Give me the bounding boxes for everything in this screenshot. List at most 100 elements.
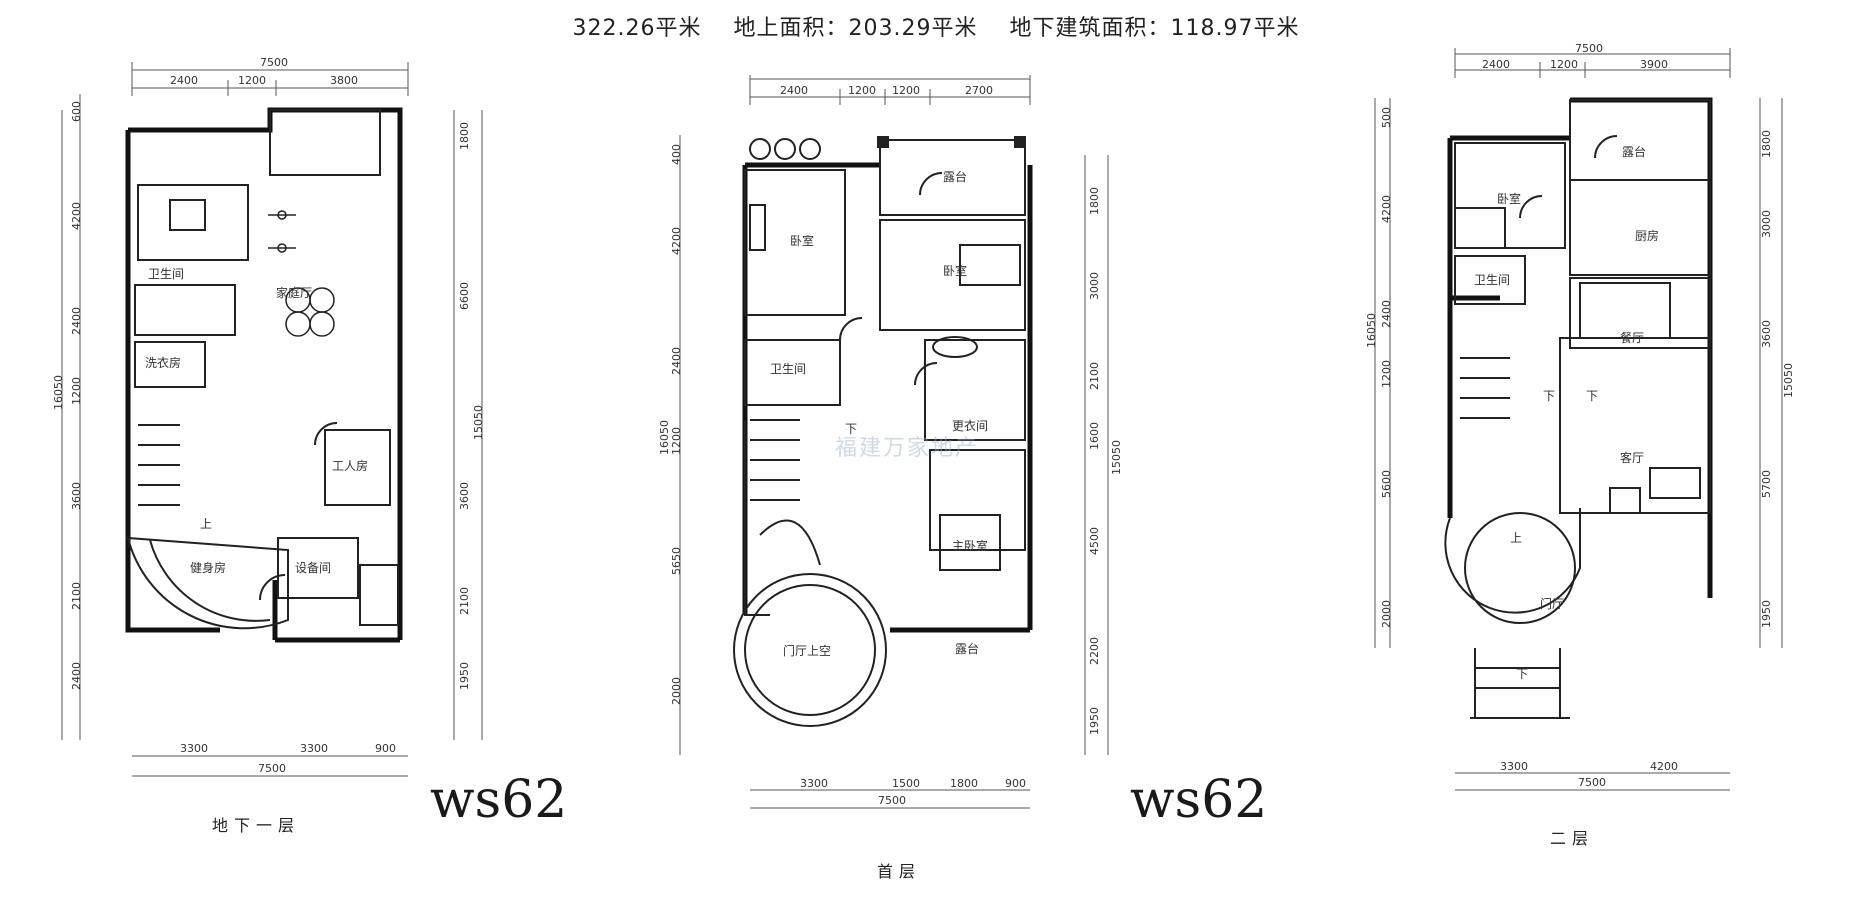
room-terrace-top: 露台 bbox=[943, 169, 967, 184]
dim-left-2: 4200 bbox=[670, 227, 683, 255]
dim-left-1: 400 bbox=[670, 144, 683, 165]
dim-top-2: 1200 bbox=[1550, 58, 1578, 71]
dim-left-7: 2400 bbox=[70, 662, 83, 690]
room-bedroom-2: 卧室 bbox=[943, 263, 967, 278]
dim-left-4: 1200 bbox=[70, 377, 83, 405]
dim-left-total: 16050 bbox=[658, 420, 671, 455]
stair-down-label: 下 bbox=[845, 422, 857, 436]
dim-right-total: 15050 bbox=[472, 405, 485, 440]
dim-top-total: 7500 bbox=[260, 56, 288, 69]
above-ground-area: 地上面积：203.29平米 bbox=[733, 16, 978, 41]
dim-left-1: 600 bbox=[70, 101, 83, 122]
dim-bottom-2: 4200 bbox=[1650, 760, 1678, 773]
caption-second-floor: 二层 bbox=[1550, 829, 1595, 848]
dim-top-3: 3900 bbox=[1640, 58, 1668, 71]
room-foyer-void: 门厅上空 bbox=[783, 643, 831, 658]
room-kitchen: 厨房 bbox=[1635, 228, 1659, 243]
below-ground-area: 地下建筑面积：118.97平米 bbox=[1009, 16, 1300, 41]
dim-top-1: 2400 bbox=[1482, 58, 1510, 71]
room-bathroom: 卫生间 bbox=[148, 267, 184, 281]
dim-right-3: 3600 bbox=[1760, 320, 1773, 348]
dim-top-1: 2400 bbox=[780, 84, 808, 97]
stair-up-label: 上 bbox=[200, 517, 212, 531]
dim-right-5: 1950 bbox=[1760, 600, 1773, 628]
room-terrace: 露台 bbox=[1622, 144, 1646, 159]
dim-left-6: 2000 bbox=[1380, 600, 1393, 628]
room-terrace-bottom: 露台 bbox=[955, 641, 979, 656]
dim-right-7: 1950 bbox=[1088, 707, 1101, 735]
dim-left-5: 5650 bbox=[670, 547, 683, 575]
dim-bottom-3: 1800 bbox=[950, 777, 978, 790]
dim-top-3: 3800 bbox=[330, 74, 358, 87]
dim-left-2: 4200 bbox=[1380, 195, 1393, 223]
stair-up-label: 上 bbox=[1510, 531, 1522, 545]
dim-bottom-total: 7500 bbox=[258, 762, 286, 775]
stair-down-label-1: 下 bbox=[1543, 389, 1555, 403]
plan-code-left: ws62 bbox=[430, 770, 568, 830]
dim-left-3: 2400 bbox=[1380, 300, 1393, 328]
dim-bottom-4: 900 bbox=[1005, 777, 1026, 790]
dim-bottom-2: 3300 bbox=[300, 742, 328, 755]
dim-right-total: 15050 bbox=[1110, 440, 1123, 475]
room-master-bedroom: 主卧室 bbox=[952, 538, 988, 553]
dim-left-1: 500 bbox=[1380, 107, 1393, 128]
total-area: 322.26平米 bbox=[572, 16, 702, 41]
dim-bottom-total: 7500 bbox=[878, 794, 906, 807]
stair-down-label-2: 下 bbox=[1586, 389, 1598, 403]
dim-right-4: 2100 bbox=[458, 587, 471, 615]
room-closet: 更衣间 bbox=[952, 418, 988, 433]
room-family-hall: 家庭厅 bbox=[276, 285, 312, 300]
dim-bottom-2: 1500 bbox=[892, 777, 920, 790]
dim-top-1: 2400 bbox=[170, 74, 198, 87]
plan-code-right: ws62 bbox=[1130, 770, 1268, 830]
dim-left-5: 5600 bbox=[1380, 470, 1393, 498]
room-dining: 餐厅 bbox=[1620, 330, 1644, 345]
dim-right-5: 1950 bbox=[458, 662, 471, 690]
dim-top-4: 2700 bbox=[965, 84, 993, 97]
room-hall: 门厅 bbox=[1540, 596, 1564, 611]
dim-top-2: 1200 bbox=[238, 74, 266, 87]
dim-right-4: 5700 bbox=[1760, 470, 1773, 498]
dim-left-6: 2000 bbox=[670, 677, 683, 705]
room-laundry: 洗衣房 bbox=[145, 355, 181, 370]
dim-bottom-3: 900 bbox=[375, 742, 396, 755]
dim-right-3: 2100 bbox=[1088, 362, 1101, 390]
room-bedroom: 卧室 bbox=[1497, 191, 1521, 206]
dim-left-3: 2400 bbox=[70, 307, 83, 335]
second-floor-plan: 7500 2400 1200 3900 3300 4200 7500 500 4… bbox=[1365, 42, 1795, 791]
dim-right-2: 3000 bbox=[1760, 210, 1773, 238]
first-floor-plan: 2400 1200 1200 2700 3300 1500 1800 900 7… bbox=[658, 75, 1123, 809]
room-bedroom-1: 卧室 bbox=[790, 233, 814, 248]
dim-left-3: 2400 bbox=[670, 347, 683, 375]
basement-floor-plan: 7500 2400 1200 3800 3300 3300 900 7500 6… bbox=[52, 56, 485, 777]
dim-bottom-1: 3300 bbox=[180, 742, 208, 755]
room-bathroom: 卫生间 bbox=[770, 362, 806, 376]
room-living: 客厅 bbox=[1620, 450, 1644, 465]
dim-left-total: 16050 bbox=[1365, 313, 1378, 348]
dim-left-6: 2100 bbox=[70, 582, 83, 610]
dim-right-1: 1800 bbox=[1760, 130, 1773, 158]
room-worker: 工人房 bbox=[332, 458, 368, 473]
dim-right-3: 3600 bbox=[458, 482, 471, 510]
dim-left-2: 4200 bbox=[70, 202, 83, 230]
room-bathroom: 卫生间 bbox=[1474, 273, 1510, 287]
dim-top-2: 1200 bbox=[848, 84, 876, 97]
dim-right-1: 1800 bbox=[458, 122, 471, 150]
stair-down-label-3: 下 bbox=[1516, 667, 1528, 681]
dim-top-total: 7500 bbox=[1575, 42, 1603, 55]
dim-right-2: 3000 bbox=[1088, 272, 1101, 300]
dim-right-4: 1600 bbox=[1088, 422, 1101, 450]
dim-bottom-total: 7500 bbox=[1578, 776, 1606, 789]
caption-basement: 地下一层 bbox=[212, 816, 301, 835]
dim-right-2: 6600 bbox=[458, 282, 471, 310]
dim-bottom-1: 3300 bbox=[1500, 760, 1528, 773]
dim-left-5: 3600 bbox=[70, 482, 83, 510]
caption-first-floor: 首层 bbox=[877, 862, 922, 881]
dim-left-total: 16050 bbox=[52, 375, 65, 410]
dim-right-1: 1800 bbox=[1088, 187, 1101, 215]
room-equipment: 设备间 bbox=[295, 561, 331, 575]
watermark: 福建万家地产 bbox=[835, 436, 980, 461]
dim-right-6: 2200 bbox=[1088, 637, 1101, 665]
dim-top-3: 1200 bbox=[892, 84, 920, 97]
room-gym: 健身房 bbox=[190, 560, 226, 575]
